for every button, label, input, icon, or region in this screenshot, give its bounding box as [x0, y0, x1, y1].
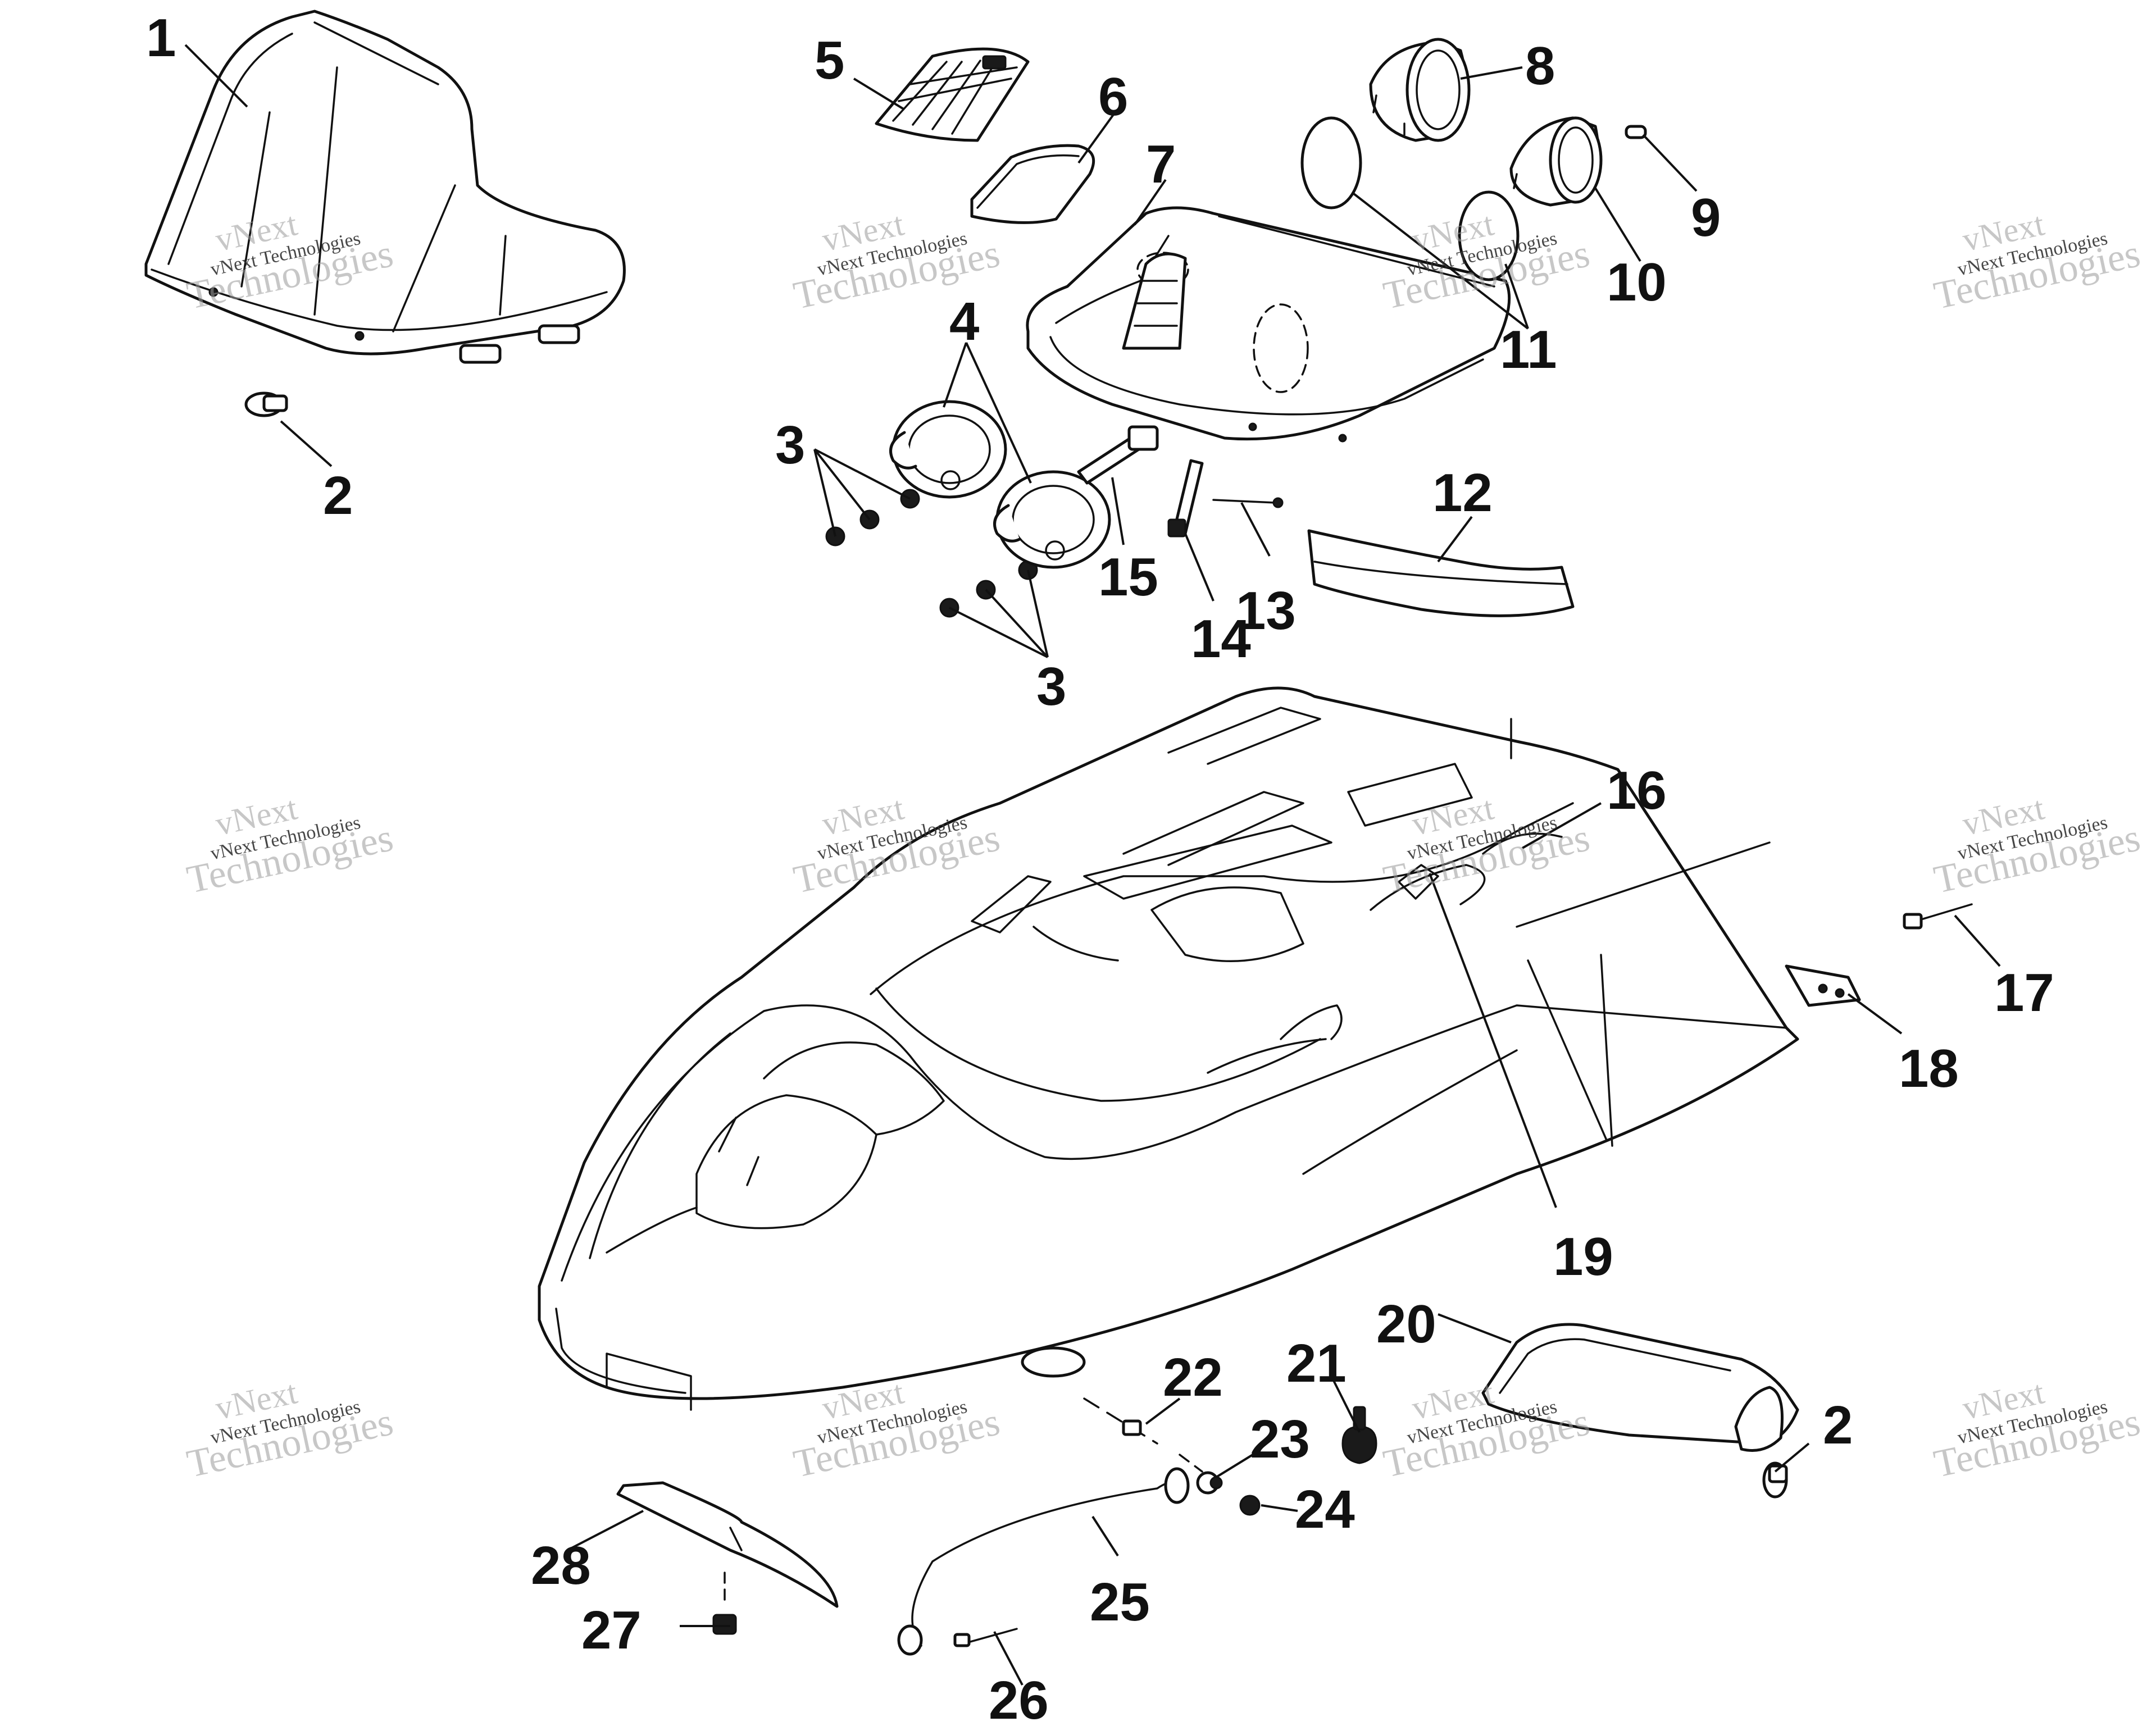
callout-8: 8	[1525, 36, 1555, 96]
callout-22: 22	[1163, 1347, 1223, 1408]
callout-3: 3	[775, 415, 805, 475]
instrument-hood	[1026, 206, 1511, 443]
gauge-small	[1509, 116, 1603, 207]
callout-19: 19	[1553, 1227, 1613, 1287]
callout-1: 1	[146, 8, 176, 68]
switch-panel	[875, 47, 1030, 142]
callout-20: 20	[1376, 1294, 1436, 1354]
knob	[1341, 1406, 1377, 1464]
watermark: vNext vNext Technologies Technologies	[183, 1373, 397, 1486]
watermark: vNext vNext Technologies Technologies	[1930, 789, 2144, 902]
callout-3b: 3	[1036, 657, 1066, 717]
callout-5: 5	[815, 30, 844, 90]
access-panel	[1481, 1323, 1799, 1452]
gauge-large	[1369, 38, 1471, 142]
tie-wrap	[1167, 459, 1204, 538]
callout-25: 25	[1090, 1572, 1150, 1632]
sensor	[1077, 425, 1159, 485]
callout-9: 9	[1691, 188, 1721, 248]
callout-7: 7	[1146, 134, 1176, 194]
callout-6: 6	[1098, 67, 1128, 127]
screw-top	[244, 391, 288, 417]
latch-screw	[1903, 903, 1973, 930]
callout-4: 4	[949, 292, 979, 352]
trim-strip	[1307, 529, 1575, 617]
callout-12: 12	[1432, 463, 1493, 523]
callout-28: 28	[531, 1536, 591, 1596]
pin	[1212, 497, 1284, 508]
watermark: vNext vNext Technologies Technologies	[1930, 205, 2144, 318]
watermark: vNext vNext Technologies Technologies	[183, 789, 397, 902]
o-rings	[1300, 116, 1520, 281]
callout-17: 17	[1994, 963, 2054, 1023]
callout-21: 21	[1286, 1333, 1347, 1393]
hood	[538, 686, 1799, 1411]
callout-14: 14	[1191, 609, 1251, 669]
callout-23: 23	[1250, 1409, 1310, 1469]
bulb	[1625, 125, 1647, 139]
callout-11: 11	[1500, 320, 1557, 380]
pad	[970, 144, 1095, 224]
latch-plate	[1785, 964, 1861, 1007]
gauge-brackets	[889, 400, 1111, 569]
callout-18: 18	[1899, 1039, 1959, 1099]
deflector	[616, 1481, 839, 1608]
callout-15: 15	[1098, 547, 1158, 607]
deflector-screw	[712, 1572, 737, 1635]
callout-13: 13	[1236, 581, 1296, 641]
callout-2b: 2	[1823, 1395, 1853, 1455]
callout-16: 16	[1607, 760, 1667, 821]
callout-2: 2	[323, 466, 353, 526]
cable-hardware	[897, 1397, 1261, 1656]
callout-26: 26	[989, 1670, 1049, 1726]
screw-bottom	[1762, 1461, 1788, 1499]
leader-lines	[184, 44, 2001, 1686]
windshield	[144, 10, 626, 364]
callout-labels: 1 2 3 3 4 5 6 7 8 9 10 11 12 13 14 15 16…	[146, 8, 2054, 1726]
watermark: vNext vNext Technologies Technologies	[1930, 1373, 2144, 1486]
callout-24: 24	[1295, 1479, 1355, 1540]
callout-10: 10	[1607, 252, 1667, 312]
callout-27: 27	[581, 1600, 642, 1660]
